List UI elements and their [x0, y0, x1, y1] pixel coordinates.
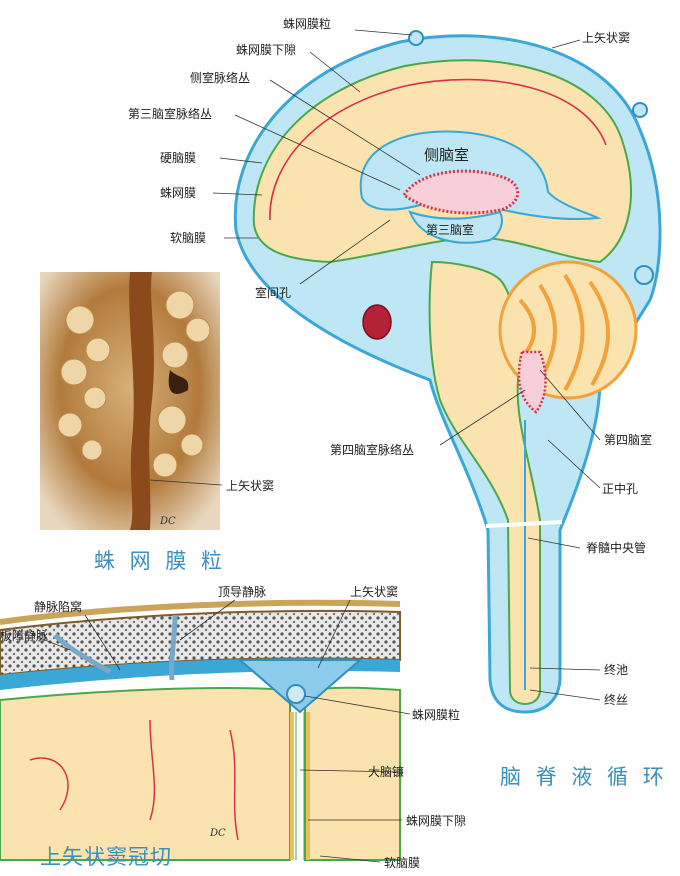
caption-csf-circulation: 脑 脊 液 循 环: [500, 765, 668, 789]
caption-coronal-section: 上矢状窦冠切: [40, 845, 172, 869]
label-pia: 软脑膜: [170, 231, 206, 245]
label-third-ventricle: 第三脑室: [426, 222, 474, 237]
label-arachnoid-granulation: 蛛网膜粒: [283, 16, 331, 31]
coronal-label-emissary-vein: 顶导静脉: [218, 584, 266, 599]
coronal-label-pia: 软脑膜: [384, 856, 420, 870]
arachnoid-granulation-photo: DC: [40, 272, 220, 530]
coronal-label-subarachnoid: 蛛网膜下隙: [406, 813, 466, 828]
cortex-fold: [269, 78, 607, 221]
fourth-ventricle-choroid-plexus: [517, 350, 547, 414]
third-ventricle-shape: [408, 210, 503, 244]
label-lateral-choroid-plexus: 侧室脉络丛: [190, 70, 250, 85]
coronal-label-sinus: 上矢状窦: [350, 585, 398, 599]
coronal-labels: 静脉陷窝 板障静脉 顶导静脉 上矢状窦 蛛网膜粒 大脑镰 蛛网膜下隙 软脑膜: [0, 584, 466, 870]
coronal-label-granulation: 蛛网膜粒: [412, 707, 460, 722]
photo-label-sinus: 上矢状窦: [226, 479, 274, 493]
coronal-label-falx: 大脑镰: [368, 764, 404, 779]
label-filum-terminale: 终丝: [604, 692, 628, 707]
coronal-label-diploic-vein: 板障静脉: [0, 628, 48, 643]
coronal-sinus-section: DC: [0, 599, 401, 861]
label-fourth-choroid-plexus: 第四脑室脉络丛: [330, 442, 414, 457]
arachnoid-granulation-right: [632, 102, 648, 118]
label-median-aperture: 正中孔: [602, 481, 638, 496]
coronal-label-venous-lacuna: 静脉陷窝: [34, 599, 82, 614]
pituitary: [362, 304, 392, 340]
photo-signature: DC: [159, 516, 176, 527]
third-ventricle-choroid-plexus: [401, 169, 519, 215]
label-interventricular-foramen: 室间孔: [255, 285, 291, 300]
sagittal-brain-section: [233, 30, 662, 714]
label-lateral-ventricle: 侧脑室: [424, 146, 469, 164]
main-leader-lines: [212, 29, 601, 701]
main-labels: 蛛网膜粒 上矢状窦 蛛网膜下隙 侧室脉络丛 第三脑室脉络丛 硬脑膜 蛛网膜 软脑…: [128, 16, 652, 707]
caption-arachnoid-granulation: 蛛 网 膜 粒: [94, 549, 226, 573]
label-fourth-ventricle: 第四脑室: [604, 432, 652, 447]
label-central-canal: 脊髓中央管: [586, 540, 646, 555]
sinus-knob: [634, 265, 654, 285]
label-terminal-cistern: 终池: [604, 662, 628, 677]
label-arachnoid: 蛛网膜: [160, 185, 196, 200]
coronal-leader-lines: [39, 599, 411, 863]
label-dura: 硬脑膜: [160, 151, 196, 165]
label-subarachnoid-space: 蛛网膜下隙: [236, 42, 296, 57]
label-superior-sagittal-sinus: 上矢状窦: [582, 31, 630, 45]
arachnoid-granulation-top: [408, 30, 424, 46]
label-third-choroid-plexus: 第三脑室脉络丛: [128, 106, 212, 121]
coronal-signature: DC: [209, 828, 226, 839]
